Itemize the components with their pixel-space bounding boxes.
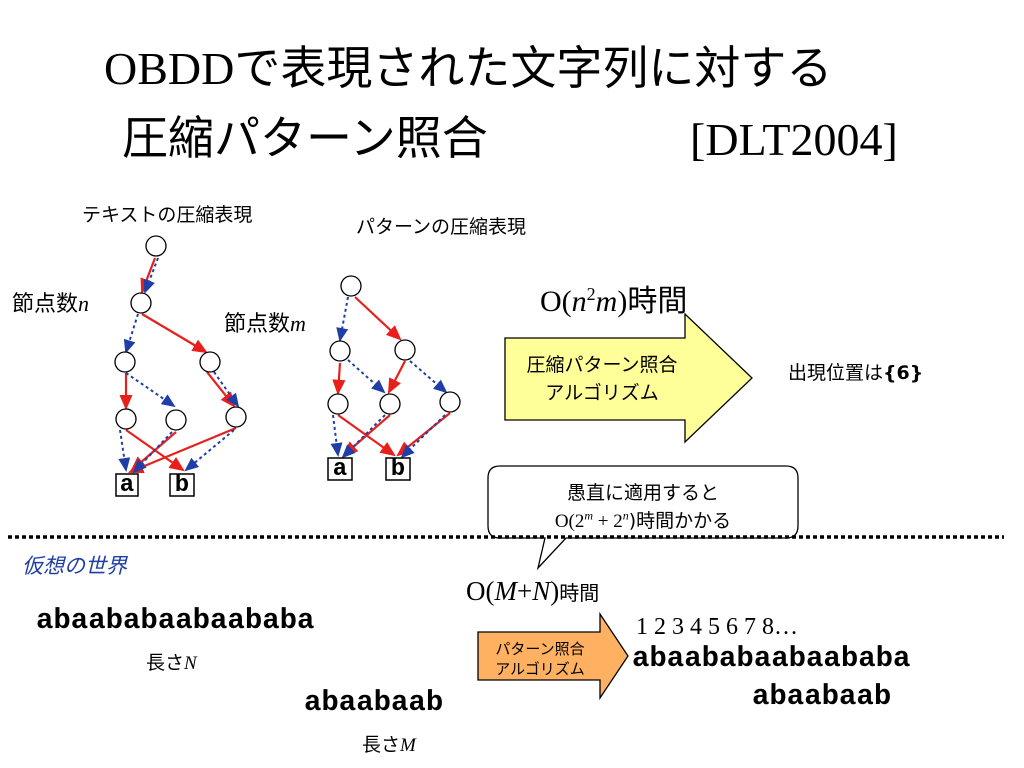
complexity-exp: 2 [586,284,596,304]
result-value: {6} [883,362,924,384]
text-node [114,351,136,373]
result-label: 出現位置は{6} [788,358,923,385]
callout-bubble [487,465,799,571]
pattern-node [439,391,461,413]
result-text-string: abaababaabaababa [632,642,911,675]
title-line1-jp: で表現された文字列に対する [234,41,833,95]
algorithm-arrow [504,312,753,444]
text-node-root [145,235,167,257]
text-obdd-caption: テキストの圧縮表現 [82,204,253,226]
callout-line1: 愚直に適用すると [566,482,719,504]
title-obdd: OBDD [104,43,235,94]
pattern-terminal-b: b [390,456,406,483]
algorithm-label-line2: アルゴリズム [545,382,659,404]
virtual-text-string: abaababaabaababa [36,604,315,637]
text-obdd-nodes [114,235,247,431]
text-node [199,351,221,373]
algorithm-label-line1: 圧縮パターン照合 [526,354,678,376]
callout-m: m [584,508,594,523]
callout-mid: + 2 [593,511,623,532]
virtual-complexity: O(M+N)時間 [466,576,599,607]
pattern-obdd-dotted-edges [330,296,448,459]
virtual-complexity-suffix: ) [550,576,560,606]
title-reference: [DLT2004] [690,114,898,165]
pattern-terminal-a: a [332,456,348,483]
text-obdd-dotted-edges [118,257,240,474]
callout-n: n [622,508,629,523]
text-node [115,408,137,430]
complexity-label: O(n2m)時間 [540,276,687,320]
position-numbers: 1 2 3 4 5 6 7 8… [636,614,798,640]
node-count-var-n: n [78,291,90,316]
title-line-2: 圧縮パターン照合 [122,110,488,166]
callout-line2: O(2m + 2n)時間かかる [488,506,798,533]
complexity-close: ) [617,285,628,318]
pattern-node [329,340,351,362]
text-length-prefix: 長さ [146,652,185,674]
pattern-terminal-a-box [327,457,353,481]
text-terminal-b: b [174,472,190,499]
pattern-obdd-caption: パターンの圧縮表現 [356,216,527,238]
node-count-var-m: m [290,311,306,336]
virtual-pattern-length: 長さM [362,730,416,757]
callout-o2: O(2 [554,511,585,532]
pattern-node-root [340,275,362,297]
pattern-arrow-line2: アルゴリズム [495,660,585,678]
pattern-obdd-solid-edges [332,296,451,457]
complexity-big-o: O( [540,285,572,318]
node-count-prefix: 節点数 [224,312,291,337]
virtual-complexity-N: N [532,576,551,606]
virtual-pattern-string: abaabaab [304,686,444,719]
virtual-complexity-M: M [494,576,518,606]
virtual-complexity-plus: + [517,576,533,606]
text-terminal-a-box [115,473,139,497]
node-count-prefix: 節点数 [12,292,79,317]
text-node [130,292,152,314]
text-length-var: N [184,653,197,674]
text-node [225,406,247,428]
node-count-n: 節点数n [12,286,89,318]
virtual-text-length: 長さN [146,648,197,675]
result-pattern-string: abaabaab [752,680,892,713]
text-terminal-b-box [169,473,195,497]
pattern-length-prefix: 長さ [362,734,401,756]
virtual-complexity-unit: 時間 [559,581,600,605]
pattern-length-var: M [400,735,416,756]
callout-suffix: )時間かかる [628,510,732,532]
text-node [165,409,187,431]
pattern-node [327,393,349,415]
title-line-1: OBDDで表現された文字列に対する [104,40,832,97]
terminal-boxes [115,457,411,497]
virtual-complexity-prefix: O( [466,576,495,606]
pattern-arrow-line1: パターン照合 [495,640,585,658]
virtual-world-heading: 仮想の世界 [22,554,127,578]
complexity-unit: 時間 [627,284,688,319]
pattern-node [379,393,401,415]
pattern-terminal-b-box [385,457,411,481]
text-terminal-a: a [119,472,135,499]
pattern-node [394,339,416,361]
pattern-obdd-nodes [327,275,461,415]
complexity-n: n [571,285,587,318]
node-count-m: 節点数m [224,306,306,338]
title-line2-jp: 圧縮パターン照合 [122,111,488,165]
result-prefix: 出現位置は [788,362,884,384]
complexity-m: m [595,285,618,318]
pattern-matching-arrow [477,611,629,701]
